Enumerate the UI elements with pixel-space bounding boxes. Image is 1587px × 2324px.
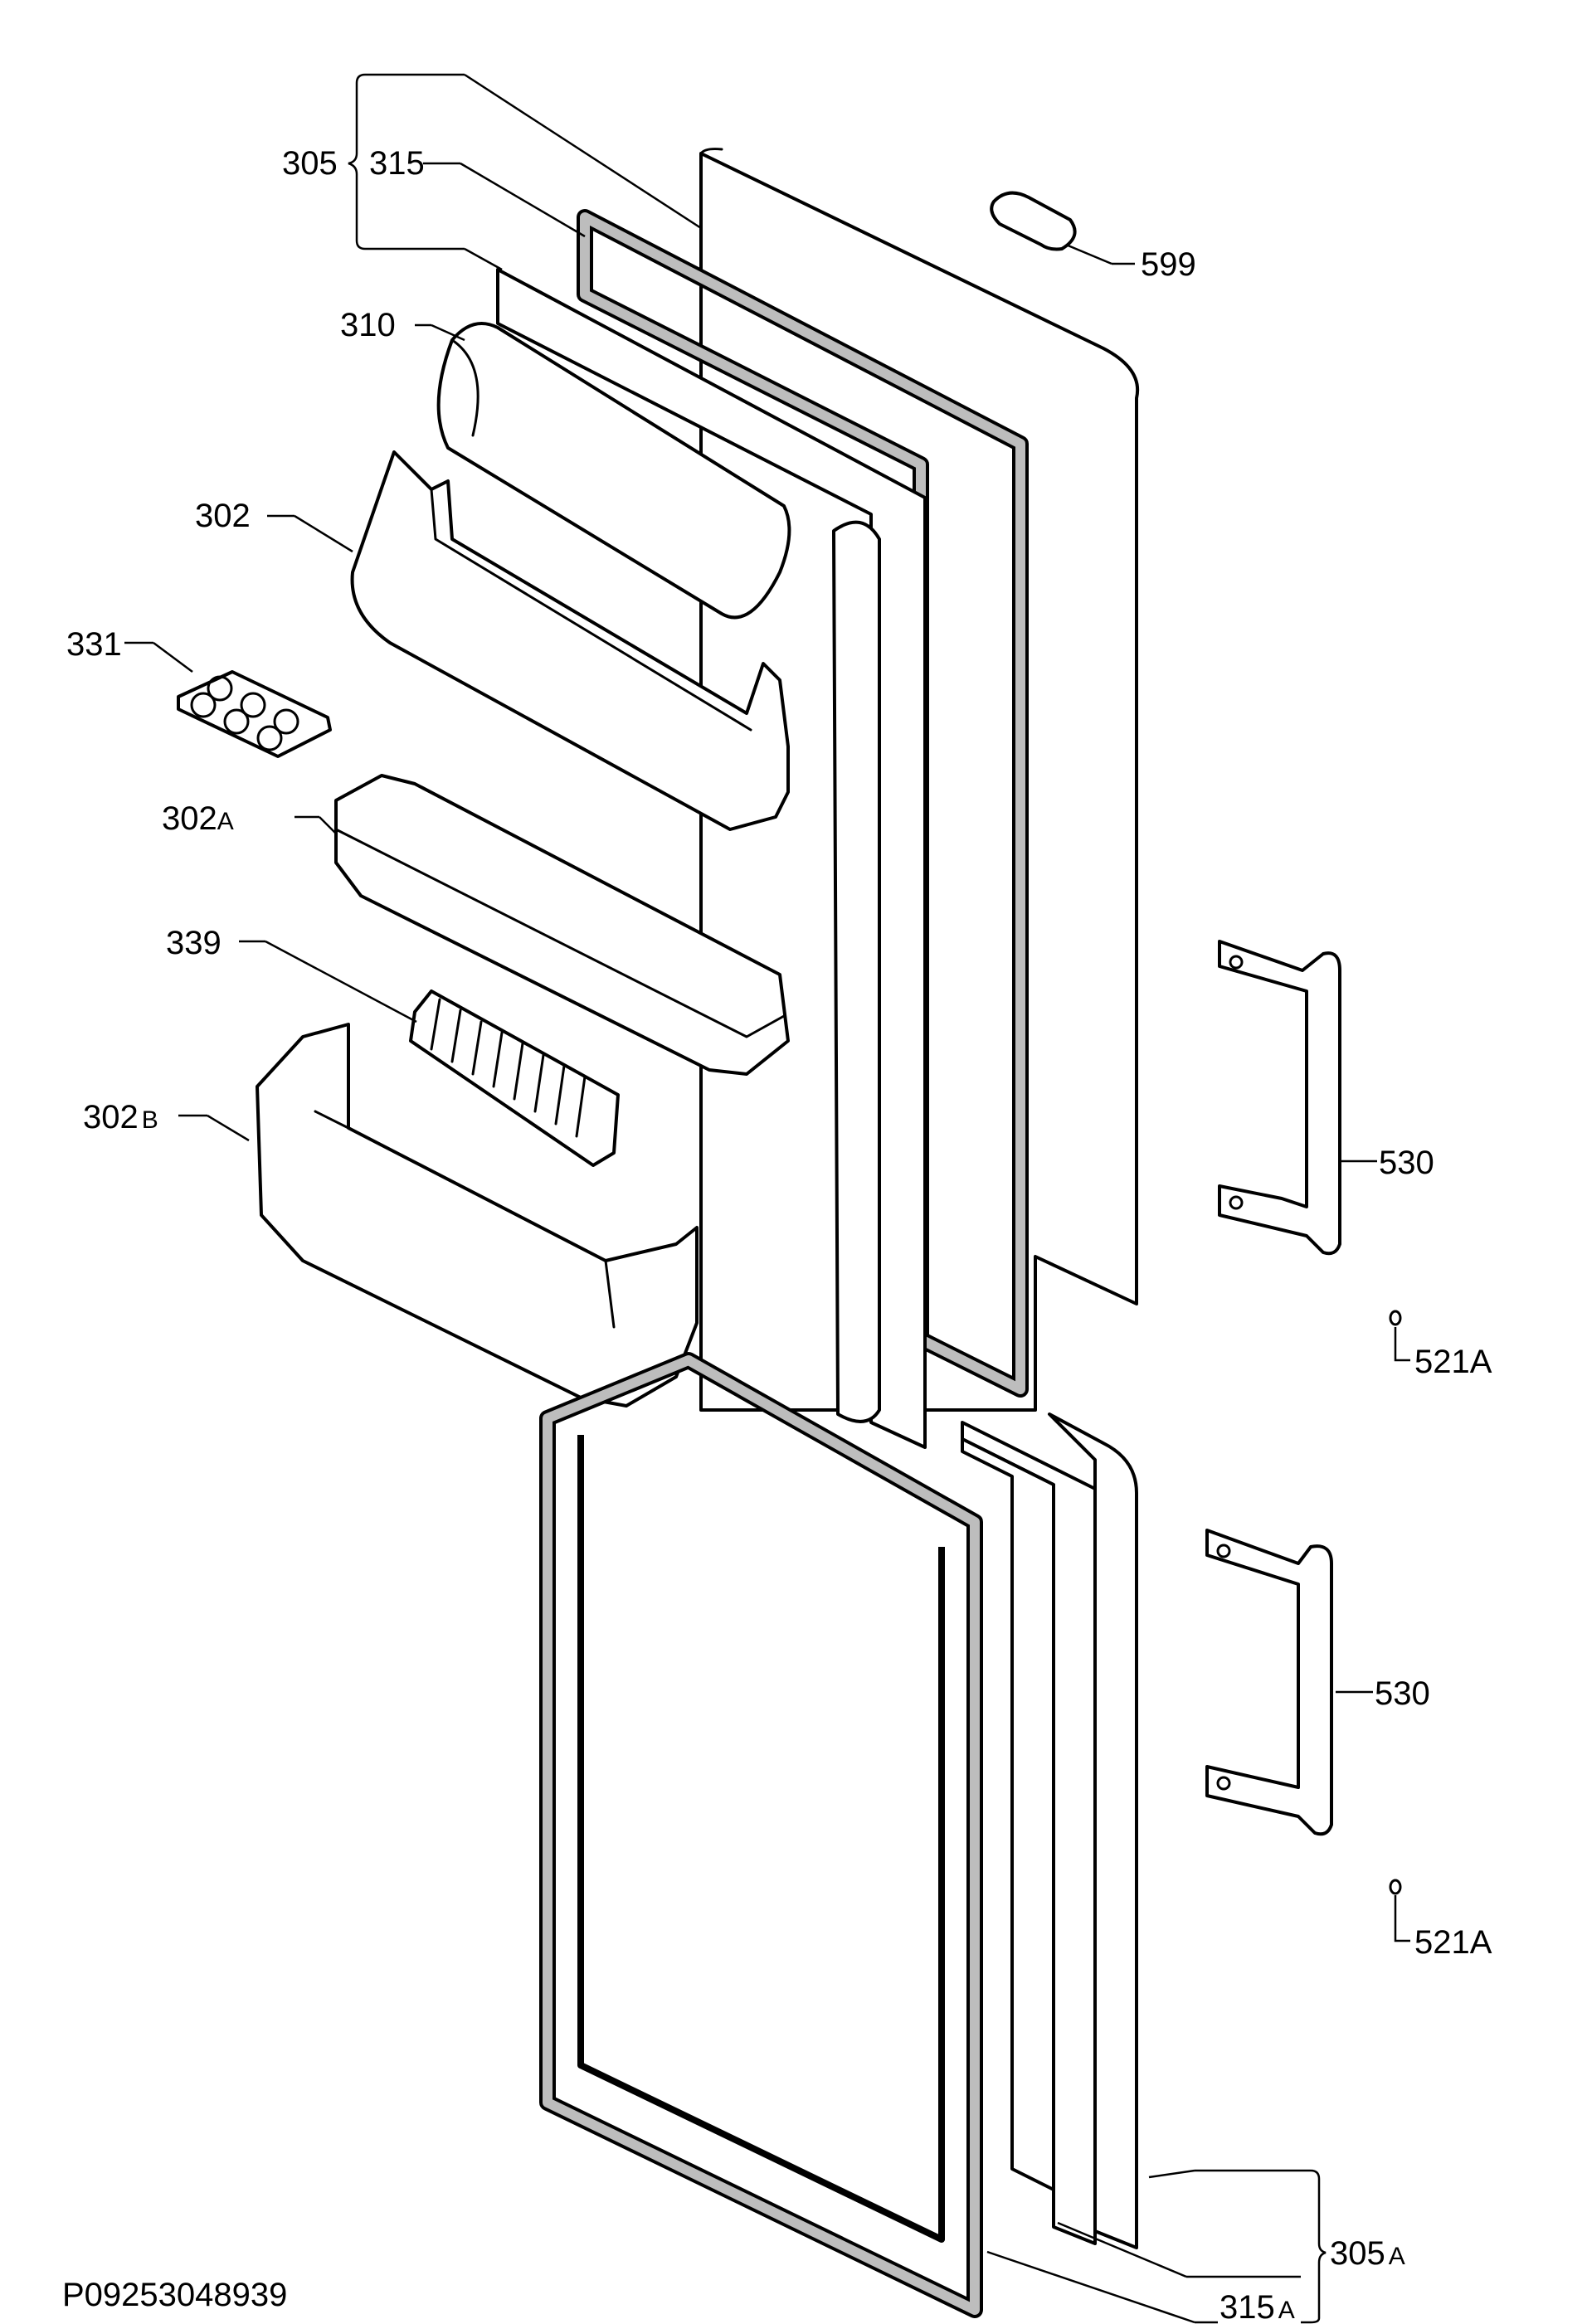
callout-302a: 302A xyxy=(162,800,234,837)
door-shelf-302 xyxy=(350,450,790,831)
drawing-code: P09253048939 xyxy=(62,2277,287,2313)
door-handle-530-upper xyxy=(1218,940,1341,1256)
callout-331: 331 xyxy=(66,626,122,663)
callout-521a-lower: 521A xyxy=(1414,1924,1492,1961)
upper-inner-liner xyxy=(496,268,927,1449)
leader-lines xyxy=(124,73,1410,2324)
screw-521a-lower xyxy=(1389,1879,1402,1895)
pin-part-599 xyxy=(990,191,1077,251)
door-handle-530-lower xyxy=(1205,1529,1333,1836)
egg-tray-331 xyxy=(177,670,332,758)
callout-521a-upper: 521A xyxy=(1414,1344,1492,1380)
screw-521a-upper xyxy=(1389,1310,1402,1326)
callout-315: 315 xyxy=(369,145,425,182)
bottle-divider-339 xyxy=(409,989,620,1167)
callout-302: 302 xyxy=(195,498,251,534)
door-shelf-302b xyxy=(256,1023,699,1408)
lower-door-panel xyxy=(961,1412,1138,2249)
callout-599: 599 xyxy=(1141,246,1196,283)
callout-310: 310 xyxy=(340,307,396,343)
lower-door-gasket xyxy=(539,1352,983,2318)
callout-530-upper: 530 xyxy=(1379,1145,1434,1181)
door-shelf-302a xyxy=(334,774,790,1076)
callout-530-lower: 530 xyxy=(1375,1675,1430,1712)
shelf-cover-310 xyxy=(436,322,791,620)
callout-305: 305 xyxy=(282,145,338,182)
callout-339: 339 xyxy=(166,925,221,961)
